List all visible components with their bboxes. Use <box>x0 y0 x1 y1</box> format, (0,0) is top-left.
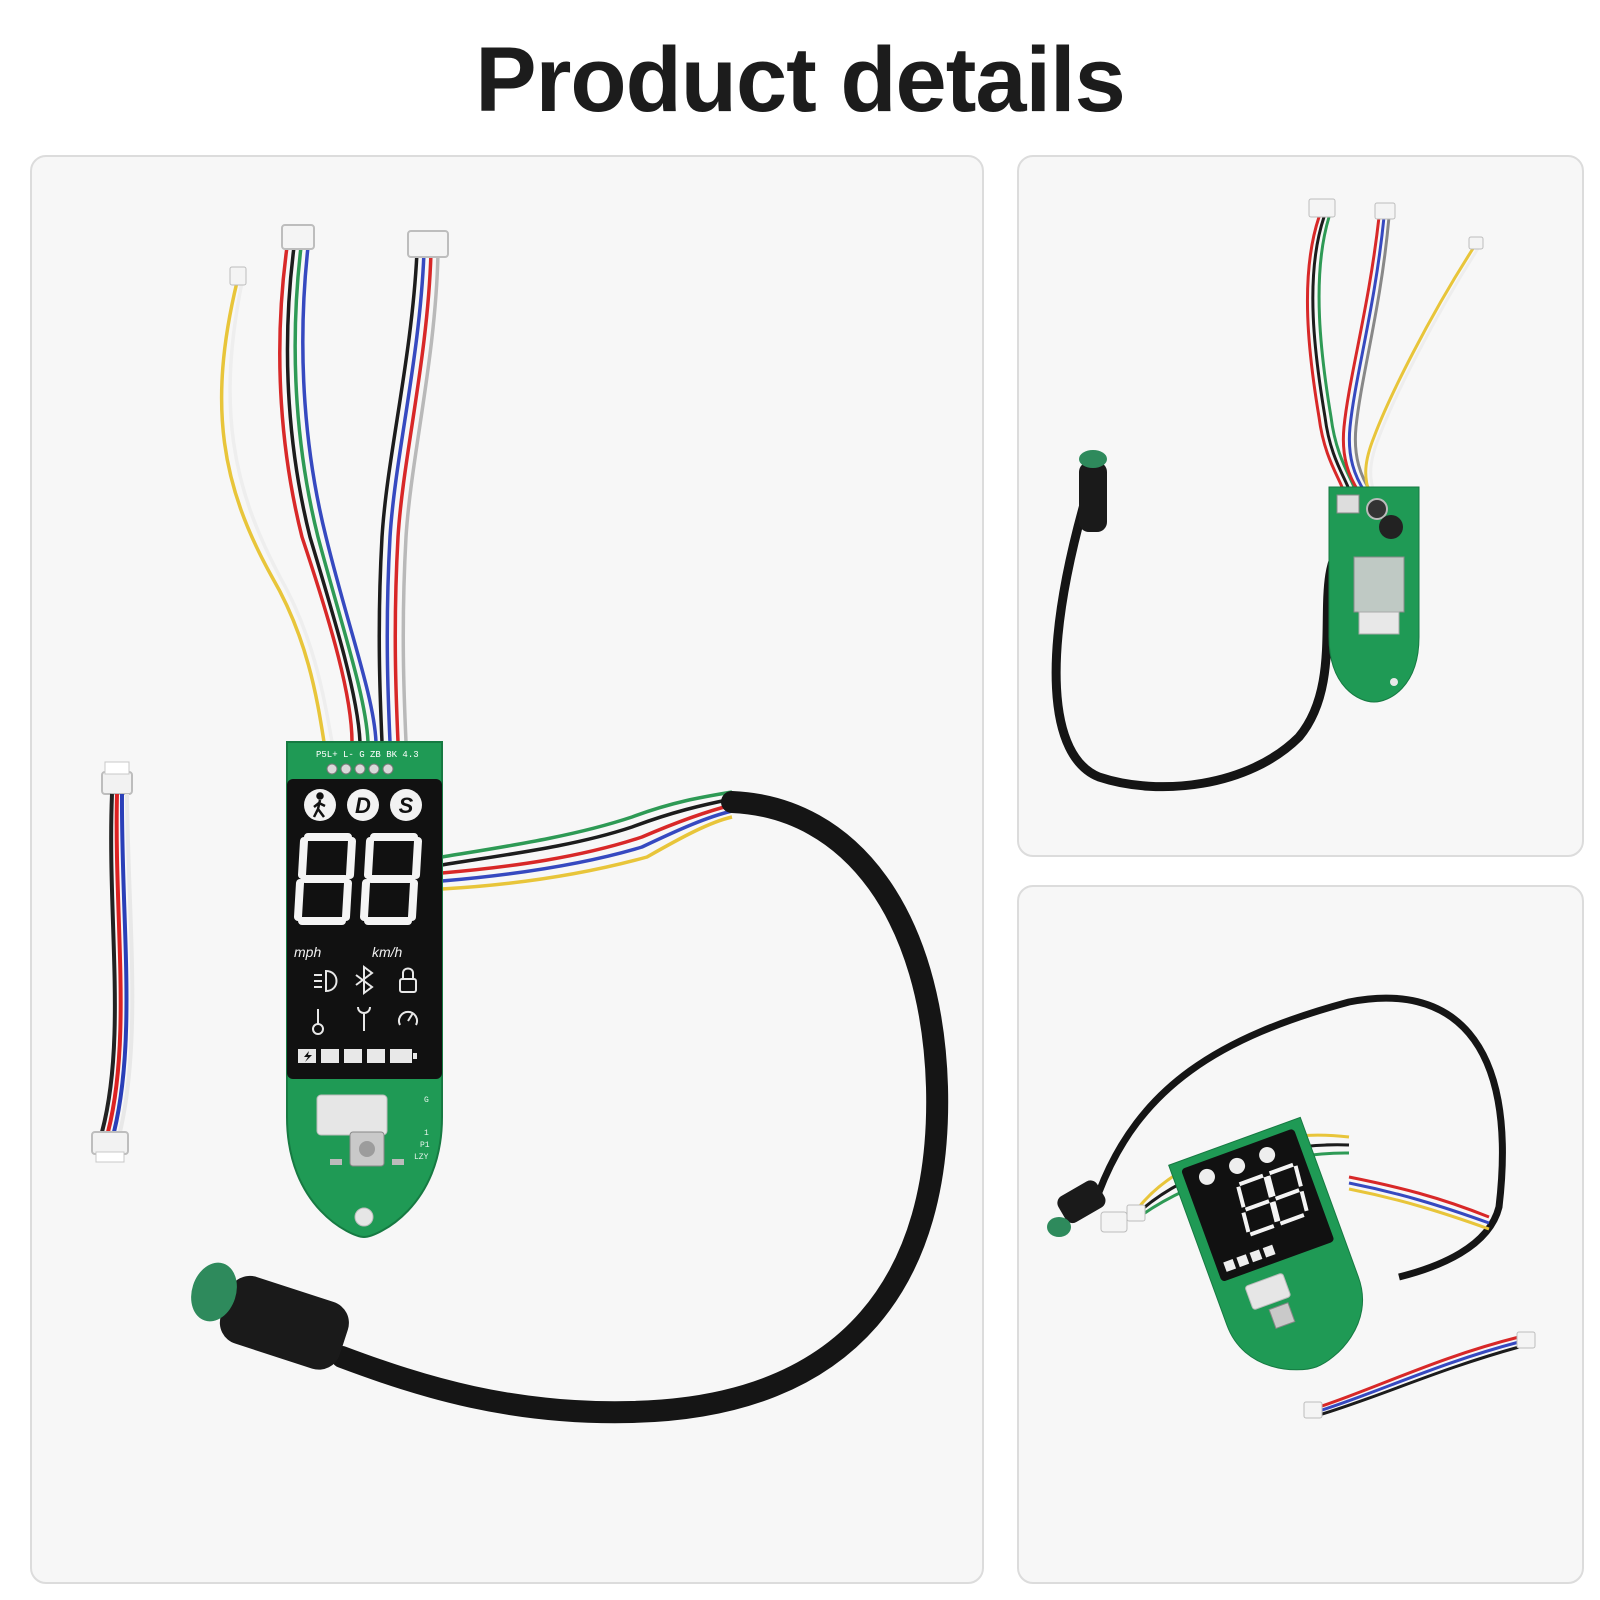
mode-button-d: D <box>355 793 371 818</box>
board-side-marks: G 1 P1 LZY <box>414 1096 430 1162</box>
svg-text:P1: P1 <box>420 1141 430 1150</box>
page-title: Product details <box>475 29 1126 131</box>
mode-buttons: D S <box>304 789 422 821</box>
board-header-labels: P5L+ L- G ZB BK 4.3 <box>316 750 419 760</box>
side-wire-bundle <box>441 790 733 891</box>
angle-view-loose-wire <box>1303 1331 1536 1419</box>
main-product-photo: P5L+ L- G ZB BK 4.3 D S <box>30 155 984 1584</box>
top-wire-bundle <box>219 246 440 743</box>
svg-text:1: 1 <box>424 1129 429 1138</box>
cable-connector <box>191 1262 349 1370</box>
walk-mode-icon <box>312 792 326 818</box>
back-view-connector <box>1079 462 1107 532</box>
top-connectors <box>229 224 449 286</box>
mode-button-s: S <box>399 793 414 818</box>
loose-wire-harness <box>91 761 135 1163</box>
angle-view-cable <box>1095 994 1506 1281</box>
wrench-icon <box>357 1006 371 1031</box>
unit-kmh-label: km/h <box>372 944 403 960</box>
bluetooth-icon <box>355 965 374 995</box>
speedometer-icon <box>398 1010 418 1026</box>
unit-mph-label: mph <box>294 944 321 960</box>
svg-text:G: G <box>424 1096 429 1105</box>
back-view-illustration <box>1051 198 1484 792</box>
product-photo-angle-view <box>1017 885 1584 1584</box>
back-view-cable <box>1051 485 1348 792</box>
lower-board-components <box>316 1094 404 1227</box>
headlight-icon <box>314 969 338 993</box>
charge-icon <box>304 1051 312 1062</box>
main-product-illustration: P5L+ L- G ZB BK 4.3 D S <box>91 224 949 1424</box>
header-pins <box>326 763 394 775</box>
angle-view-illustration <box>1047 994 1536 1419</box>
back-view-wires <box>1305 216 1481 493</box>
product-photo-back-view <box>1017 155 1584 857</box>
battery-bar <box>298 1049 417 1063</box>
back-view-pcb <box>1328 486 1420 703</box>
speed-digits-display <box>294 833 422 925</box>
svg-text:LZY: LZY <box>414 1153 429 1162</box>
angle-view-pcb <box>1168 1116 1364 1371</box>
lock-icon <box>399 967 417 993</box>
main-cable <box>331 791 949 1424</box>
temperature-icon <box>312 1009 324 1035</box>
